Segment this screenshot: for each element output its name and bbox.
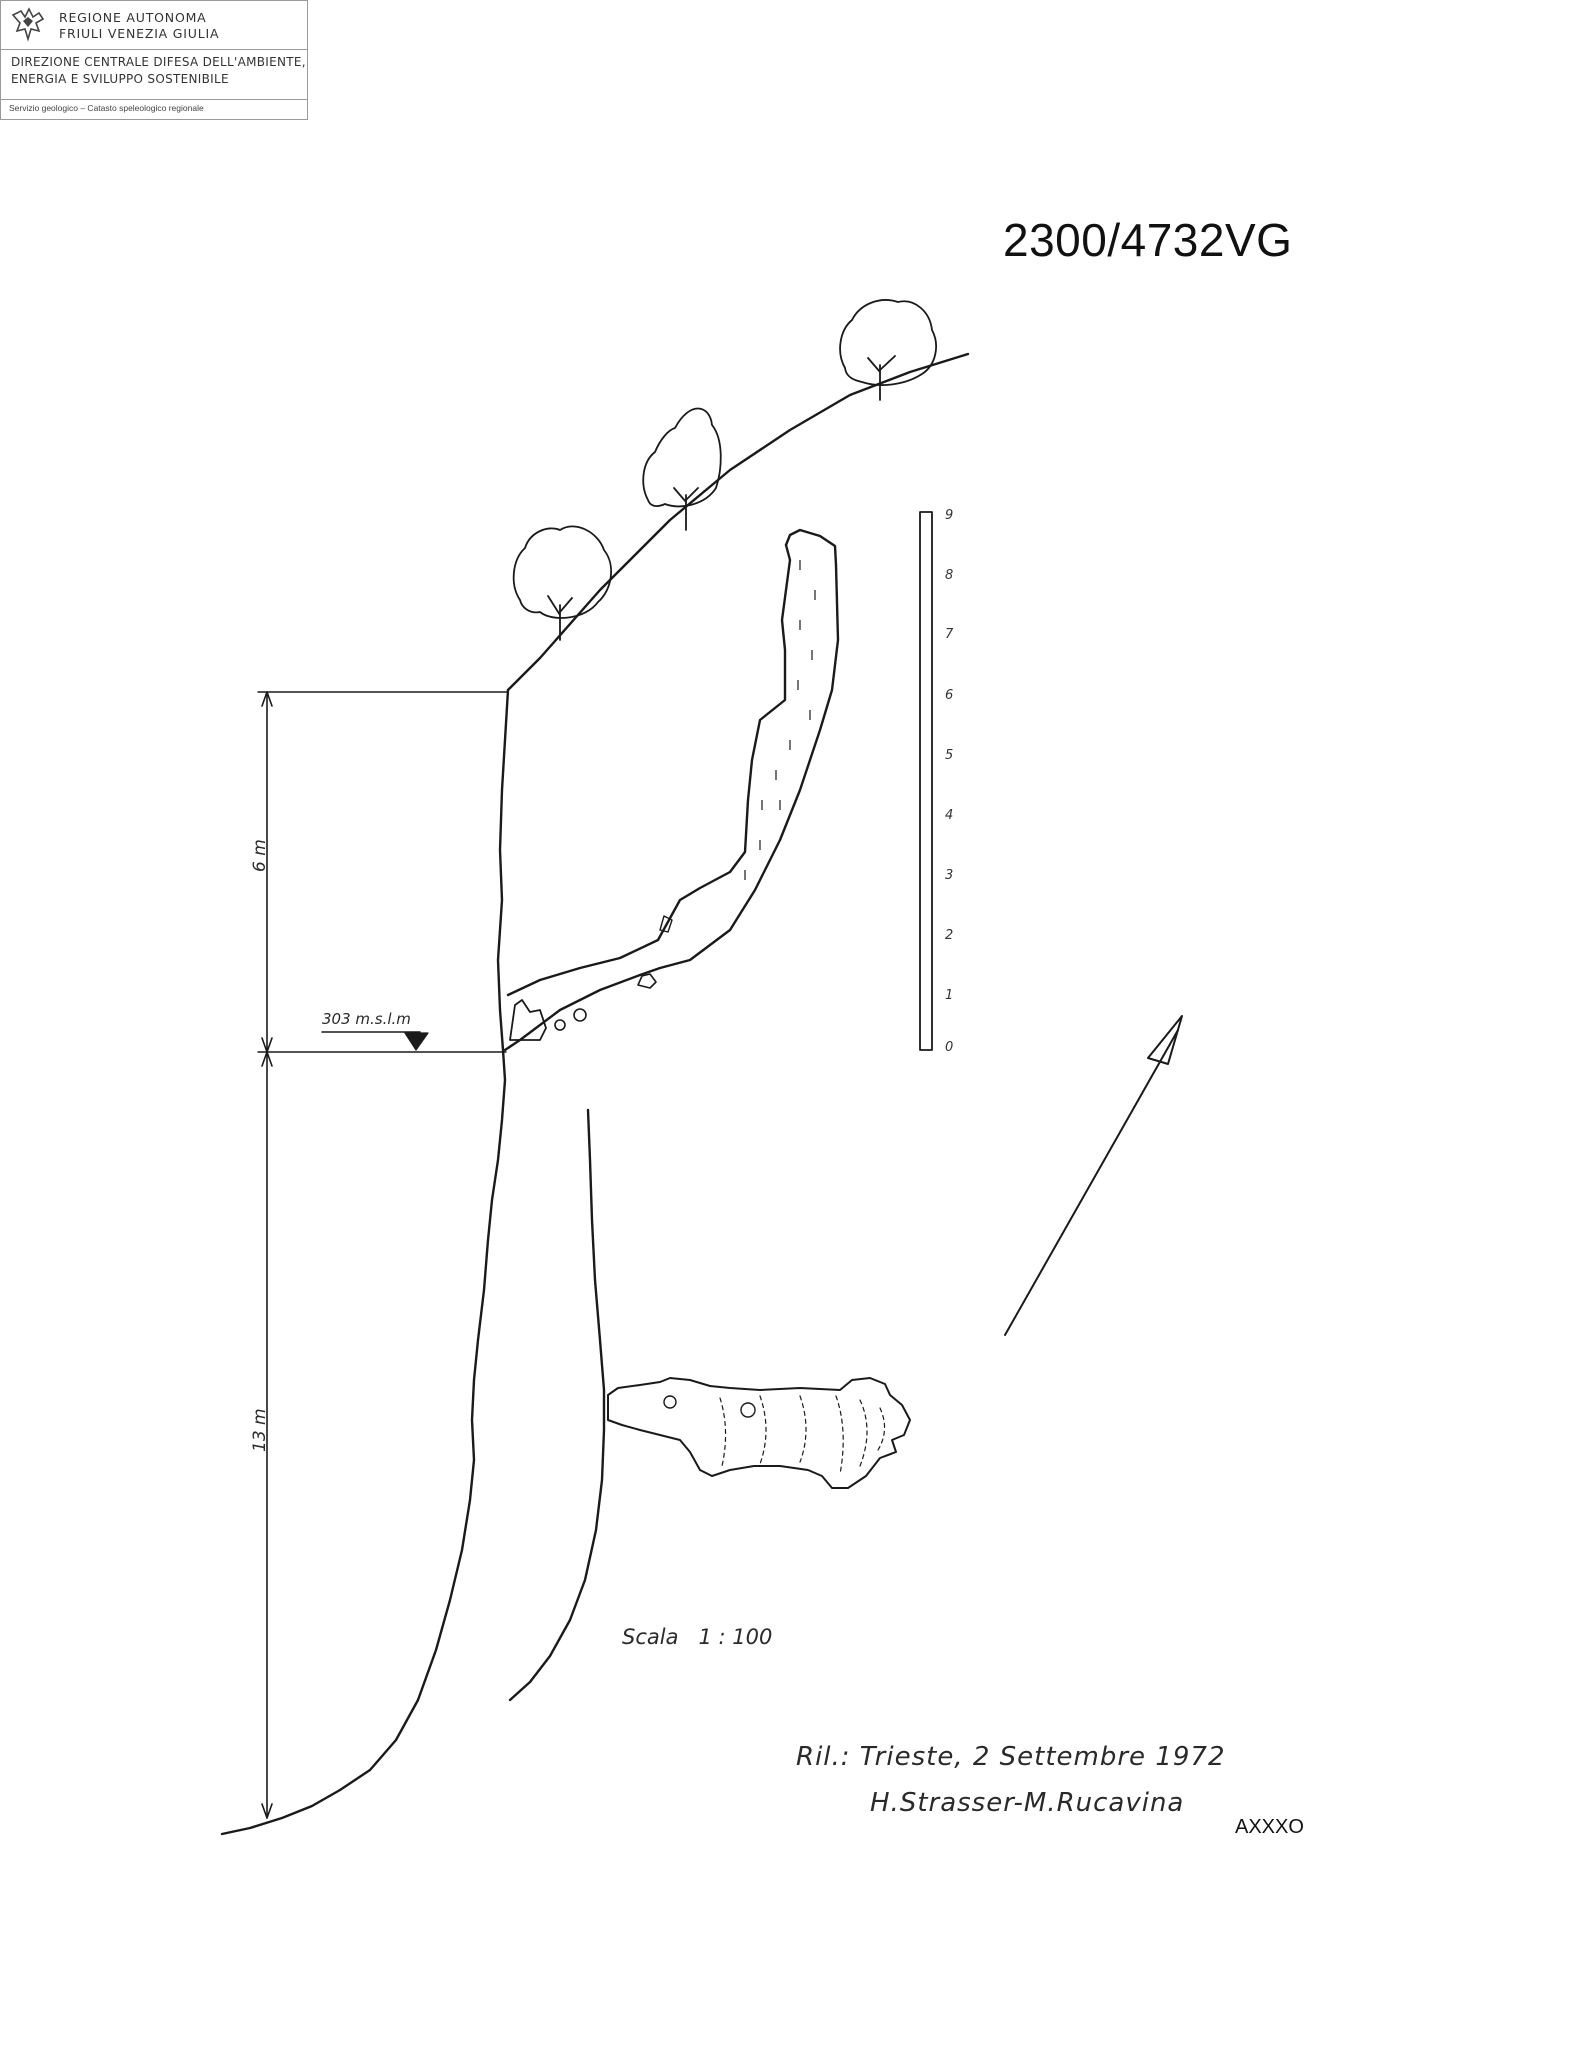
cave-passage-top-end [784,528,838,567]
scale-bar-tick: 3 [945,868,954,883]
ground-slope-line [506,352,970,692]
scale-bar-tick: 4 [945,808,954,823]
cave-plan-outline [607,1377,911,1489]
scale-bar [919,511,933,1051]
service-name: Servizio geologico – Catasto speleologic… [9,103,204,113]
north-arrow-shaft [1004,1029,1179,1336]
scale-bar-tick: 8 [945,568,954,583]
elevation-label: 303 m.s.l.m [322,1010,411,1028]
cave-code: 2300/4732VG [1003,214,1293,266]
direction-banner: DIREZIONE CENTRALE DIFESA DELL'AMBIENTE,… [1,49,307,100]
region-name-line2: FRIULI VENEZIA GIULIA [59,26,220,41]
north-arrow-icon [1147,1015,1183,1065]
dimension-label-lower: 13 m [250,1408,270,1452]
cave-passage-lower-wall [503,563,840,1052]
scale-text: Scala 1 : 100 [622,1625,773,1649]
scale-bar-tick: 6 [945,688,954,703]
tree-icon [512,525,612,641]
stamp-code: AXXXO [1235,1816,1304,1838]
direction-line2: ENERGIA E SVILUPPO SOSTENIBILE [11,72,229,86]
region-banner: REGIONE AUTONOMA FRIULI VENEZIA GIULIA [1,1,307,50]
cave-passage-upper-wall [506,543,792,997]
survey-line2: H.Strasser-M.Rucavina [870,1788,1185,1818]
header-box: REGIONE AUTONOMA FRIULI VENEZIA GIULIA D… [0,0,308,120]
survey-line1: Ril.: Trieste, 2 Settembre 1972 [796,1742,1226,1772]
direction-line1: DIREZIONE CENTRALE DIFESA DELL'AMBIENTE, [11,55,306,69]
region-name-line1: REGIONE AUTONOMA [59,10,207,25]
entrance-rocks [509,999,547,1041]
scale-bar-tick: 2 [945,928,954,943]
scale-bar-tick: 5 [945,748,954,763]
shaft-right-wall-line [508,1108,606,1702]
elevation-triangle [404,1032,429,1051]
tree-icon [642,407,722,531]
tree-icon [839,299,937,401]
scale-bar-tick: 1 [945,988,954,1003]
eagle-crest-icon [11,7,45,42]
scale-bar-tick: 0 [945,1040,954,1055]
dimension-label-upper: 6 m [250,839,270,872]
cliff-wall-line [220,688,510,1836]
scale-bar-tick: 7 [945,627,954,642]
scale-bar-tick: 9 [945,508,954,523]
